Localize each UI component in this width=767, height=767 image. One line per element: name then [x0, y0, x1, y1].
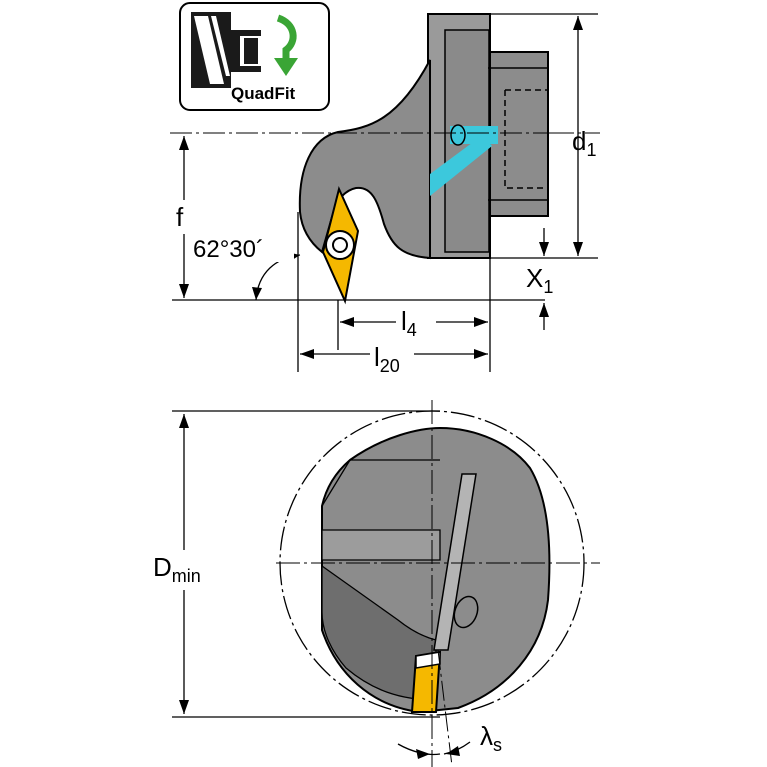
label-l4: l4: [401, 306, 417, 340]
quadfit-coupling-icon: [191, 12, 262, 88]
front-shadow: [321, 564, 437, 701]
quadfit-badge: QuadFit: [179, 2, 330, 111]
side-view: [170, 13, 600, 305]
front-ring-step: [321, 459, 440, 507]
front-view: [276, 400, 600, 767]
tool-head: [298, 59, 431, 260]
holder-blade: [433, 473, 477, 651]
rotate-arrow-icon: [274, 14, 298, 76]
badge-text: QuadFit: [231, 84, 296, 103]
coolant-channel: [430, 124, 498, 196]
front-dimension-arrows: [179, 414, 460, 759]
front-center-lines: [276, 400, 600, 767]
coolant-hole: [453, 595, 479, 629]
label-dmin: Dmin: [153, 552, 201, 586]
label-angle: 62°30´: [193, 236, 264, 263]
label-f: f: [176, 202, 184, 232]
label-x1: X1: [526, 263, 553, 297]
diamond-insert: [321, 185, 360, 305]
label-d1: d1: [572, 126, 596, 160]
label-l20: l20: [374, 342, 400, 376]
hidden-bore-lines: [488, 67, 548, 201]
label-lambda-s: λs: [480, 721, 502, 755]
front-flat: [321, 529, 441, 561]
